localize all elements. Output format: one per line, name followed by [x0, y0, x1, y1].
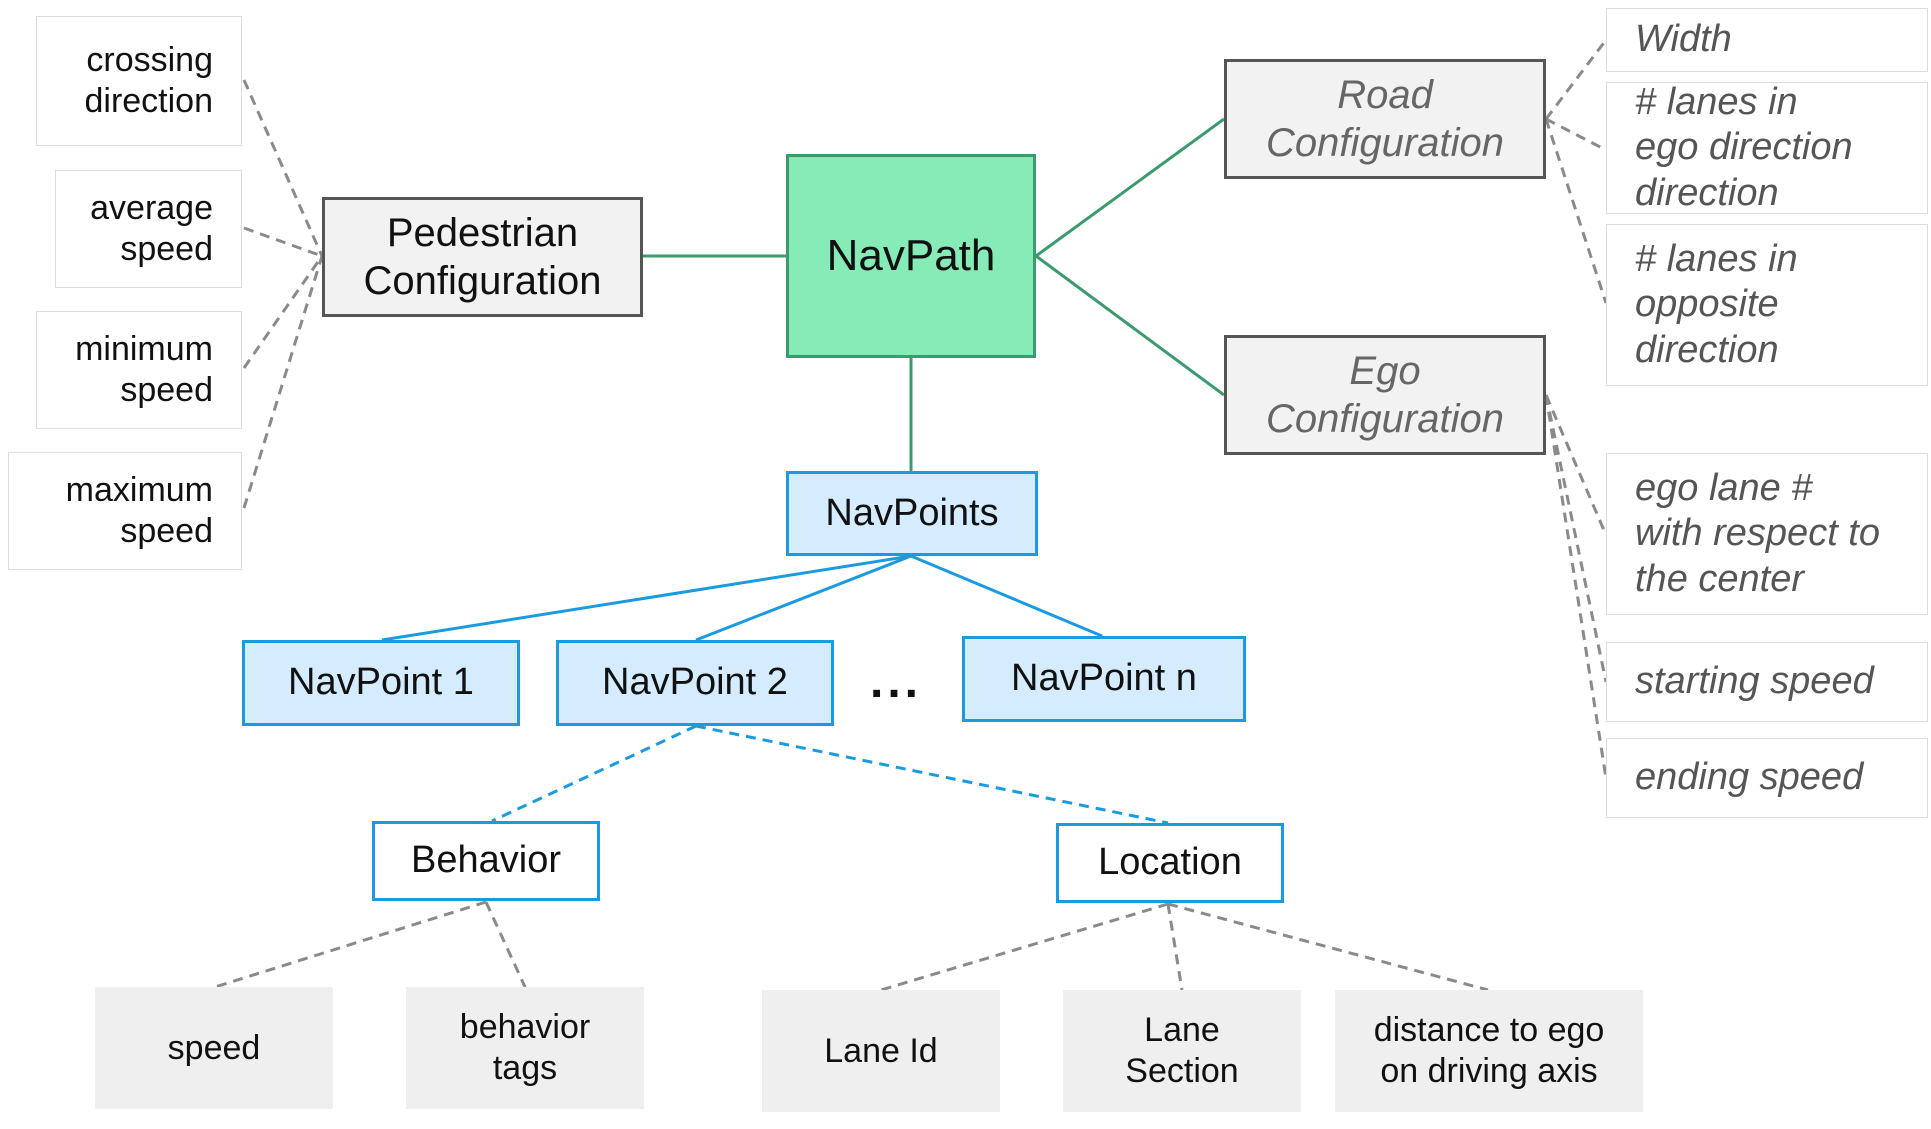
- connector-road-lanes-opposite: [1544, 118, 1608, 304]
- navpoints-label: NavPoints: [825, 491, 999, 534]
- behavior-child-label: speed: [167, 1028, 261, 1067]
- connector-navpath-ego: [1035, 254, 1225, 397]
- connector-navpoints-2: [695, 554, 912, 642]
- location-node: Location: [1056, 823, 1284, 903]
- connector-navpoint2-behavior: [491, 724, 697, 823]
- connector-navpoints-n: [910, 554, 1103, 638]
- location-child-label: Lane Id: [824, 1031, 938, 1070]
- ego-configuration-label: Ego Configuration: [1266, 349, 1504, 441]
- connector-behavior-tags: [484, 901, 527, 988]
- connector-road-width: [1544, 39, 1608, 120]
- ego-attr-lane-number: ego lane # with respect to the center: [1606, 453, 1928, 615]
- location-child-lane-section: Lane Section: [1063, 990, 1301, 1112]
- pedestrian-attr-crossing-direction: crossing direction: [36, 16, 242, 146]
- connector-navpath-road: [1035, 117, 1225, 258]
- pedestrian-attr-label: average speed: [90, 189, 213, 268]
- connector-navpoint2-location: [695, 724, 1169, 825]
- road-configuration-node: Road Configuration: [1224, 59, 1546, 179]
- connector-ped-minimum: [242, 255, 324, 369]
- pedestrian-configuration-node: Pedestrian Configuration: [322, 197, 643, 317]
- location-label: Location: [1098, 841, 1242, 884]
- navpoint-label: NavPoint 1: [288, 661, 474, 704]
- road-attr-lanes-opposite-direction: # lanes in opposite direction: [1606, 224, 1928, 386]
- road-attr-label: # lanes in ego direction direction: [1635, 80, 1853, 214]
- navpoint-label: NavPoint 2: [602, 661, 788, 704]
- ego-attr-label: starting speed: [1635, 660, 1874, 703]
- navpoint-2-node: NavPoint 2: [556, 640, 834, 726]
- location-child-distance: distance to ego on driving axis: [1335, 990, 1643, 1112]
- connector-ped-average: [243, 226, 323, 258]
- connector-location-distance: [1167, 902, 1489, 992]
- navpath-label: NavPath: [826, 230, 996, 280]
- pedestrian-configuration-label: Pedestrian Configuration: [363, 211, 602, 303]
- navpoint-n-node: NavPoint n: [962, 636, 1246, 722]
- connector-ego-end: [1544, 394, 1608, 779]
- road-attr-label: # lanes in opposite direction: [1635, 237, 1798, 371]
- road-configuration-label: Road Configuration: [1266, 73, 1504, 165]
- navpoints-ellipsis: ...: [870, 655, 923, 708]
- connector-ped-maximum: [242, 255, 324, 509]
- road-attr-width: Width: [1606, 8, 1928, 72]
- pedestrian-attr-maximum-speed: maximum speed: [8, 452, 242, 570]
- ego-attr-starting-speed: starting speed: [1606, 642, 1928, 722]
- connector-navpoints-1: [381, 554, 912, 642]
- ego-configuration-node: Ego Configuration: [1224, 335, 1546, 455]
- pedestrian-attr-label: minimum speed: [75, 330, 213, 409]
- ego-attr-ending-speed: ending speed: [1606, 738, 1928, 818]
- ego-attr-label: ending speed: [1635, 756, 1864, 799]
- pedestrian-attr-average-speed: average speed: [55, 170, 242, 288]
- connector-road-lanes-ego: [1545, 117, 1607, 152]
- connector-location-section: [1166, 903, 1184, 991]
- pedestrian-attr-label: crossing direction: [84, 41, 213, 120]
- navpoint-label: NavPoint n: [1011, 657, 1197, 700]
- connector-behavior-speed: [214, 900, 487, 989]
- location-child-lane-id: Lane Id: [762, 990, 1000, 1112]
- pedestrian-attr-minimum-speed: minimum speed: [36, 311, 242, 429]
- road-attr-lanes-ego-direction: # lanes in ego direction direction: [1606, 80, 1928, 214]
- location-child-label: distance to ego on driving axis: [1373, 1011, 1605, 1090]
- navpoints-node: NavPoints: [786, 471, 1038, 556]
- ego-attr-label: ego lane # with respect to the center: [1635, 466, 1880, 600]
- behavior-node: Behavior: [372, 821, 600, 901]
- navpath-root-node: NavPath: [786, 154, 1036, 358]
- connector-ego-start: [1544, 394, 1608, 683]
- connector-ped-crossing: [242, 79, 324, 257]
- behavior-child-tags: behavior tags: [406, 987, 644, 1109]
- behavior-child-label: behavior tags: [459, 1008, 591, 1087]
- behavior-label: Behavior: [411, 839, 561, 882]
- behavior-child-speed: speed: [95, 987, 333, 1109]
- location-child-label: Lane Section: [1125, 1011, 1239, 1090]
- pedestrian-attr-label: maximum speed: [65, 471, 213, 550]
- navpoint-1-node: NavPoint 1: [242, 640, 520, 726]
- connector-ego-lane: [1544, 394, 1608, 536]
- connector-location-laneid: [880, 902, 1169, 992]
- road-attr-label: Width: [1635, 18, 1732, 61]
